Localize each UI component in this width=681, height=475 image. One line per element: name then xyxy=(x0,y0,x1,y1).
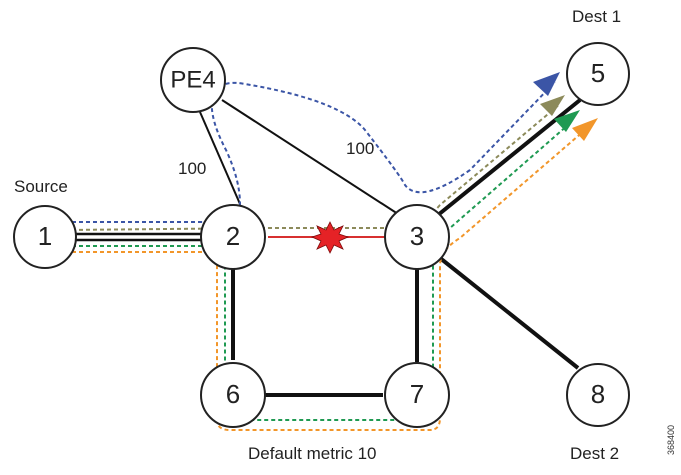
node-pe4: PE4 xyxy=(160,47,226,113)
arrowheads xyxy=(533,72,598,141)
node-2: 2 xyxy=(200,204,266,270)
arrow-green-icon xyxy=(554,110,580,132)
node-pe4-label: PE4 xyxy=(170,66,215,93)
metric-pe4-2: 100 xyxy=(178,159,206,178)
default-metric-label: Default metric 10 xyxy=(248,444,377,463)
nodes: 1 2 3 PE4 5 6 7 8 xyxy=(13,42,630,428)
node-1-label: 1 xyxy=(38,221,52,251)
node-3: 3 xyxy=(384,204,450,270)
link-pe4-3 xyxy=(221,99,399,215)
failure-star-icon xyxy=(310,221,350,254)
node-8-label: 8 xyxy=(591,379,605,409)
node-1: 1 xyxy=(13,205,77,269)
node-5: 5 xyxy=(566,42,630,106)
node-5-label: 5 xyxy=(591,58,605,88)
node-6-label: 6 xyxy=(226,379,240,409)
traffic-paths xyxy=(64,81,586,431)
metric-pe4-3: 100 xyxy=(346,139,374,158)
node-3-label: 3 xyxy=(410,221,424,251)
path-orange xyxy=(65,129,586,431)
node-7-label: 7 xyxy=(410,379,424,409)
link-3-5 xyxy=(436,98,582,217)
node-7: 7 xyxy=(384,362,450,428)
arrow-orange-icon xyxy=(572,118,598,141)
node-6: 6 xyxy=(200,362,266,428)
path-olive xyxy=(64,103,561,231)
dest1-label: Dest 1 xyxy=(572,7,621,26)
arrow-blue-icon xyxy=(533,72,560,96)
dest2-label: Dest 2 xyxy=(570,444,619,463)
arrow-olive-icon xyxy=(540,95,565,116)
path-blue xyxy=(65,81,556,223)
link-3-8 xyxy=(438,256,580,370)
node-8: 8 xyxy=(566,363,630,427)
figure-id: 368400 xyxy=(666,425,676,455)
source-label: Source xyxy=(14,177,68,196)
node-2-label: 2 xyxy=(226,221,240,251)
link-pe4-2 xyxy=(199,111,241,205)
